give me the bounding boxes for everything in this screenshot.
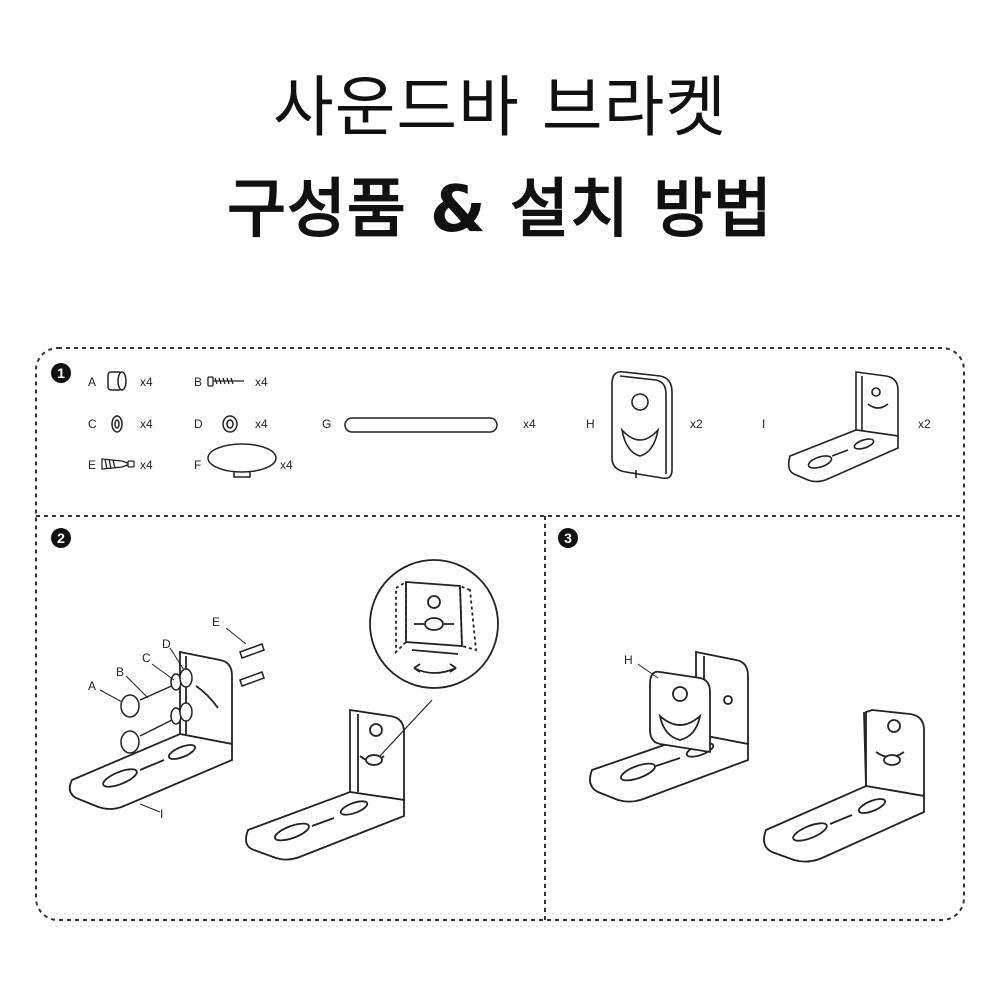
callout-h-leader (637, 663, 659, 679)
part-h-adapter-plate (611, 370, 673, 480)
step-badge-2: 2 (51, 528, 71, 548)
part-d-ring (222, 415, 238, 433)
step-number-2: 2 (57, 530, 65, 546)
zoom-leader-line (379, 699, 433, 757)
part-b-screw (207, 376, 244, 387)
part-a-letter: A (88, 375, 96, 389)
part-e-qty: x4 (140, 458, 153, 472)
callout-a: A (88, 679, 96, 693)
part-c-washer (111, 415, 123, 433)
part-i-l-bracket (787, 371, 899, 483)
part-a-qty: x4 (140, 375, 153, 389)
step-number-1: 1 (57, 365, 65, 381)
callout-h: H (624, 653, 633, 667)
part-b-letter: B (194, 375, 202, 389)
zoom-detail-circle (369, 559, 499, 689)
step-badge-3: 3 (558, 528, 578, 548)
part-g-qty: x4 (523, 417, 536, 431)
part-a-cap (107, 371, 127, 391)
step2-exploded-hardware (120, 643, 265, 754)
part-d-qty: x4 (255, 417, 268, 431)
step3-mounted-bracket (763, 709, 925, 863)
part-g-long-rod (344, 417, 498, 433)
step-badge-1: 1 (51, 363, 71, 383)
part-e-anchor (101, 458, 135, 470)
callout-e: E (212, 615, 220, 629)
part-f-suction-pad (207, 443, 277, 478)
step-number-3: 3 (564, 530, 572, 546)
outer-dashed-frame (35, 347, 965, 921)
step2-callouts (99, 627, 247, 813)
title-line-1: 사운드바 브라켓 (272, 69, 728, 146)
part-i-letter: I (762, 417, 765, 431)
part-e-letter: E (88, 458, 96, 472)
part-h-letter: H (586, 417, 595, 431)
step2-assembled-bracket (245, 708, 405, 861)
part-h-qty: x2 (690, 417, 703, 431)
callout-b: B (116, 665, 124, 679)
part-c-letter: C (88, 417, 97, 431)
part-d-letter: D (194, 417, 203, 431)
callout-d: D (162, 637, 171, 651)
callout-i: I (160, 807, 163, 821)
step3-bracket-with-plate (589, 650, 749, 803)
step2-left-bracket (68, 650, 233, 810)
part-f-letter: F (194, 458, 201, 472)
title-line-2: 구성품 & 설치 방법 (227, 173, 773, 247)
part-b-qty: x4 (255, 375, 268, 389)
part-i-qty: x2 (918, 417, 931, 431)
part-f-qty: x4 (280, 458, 293, 472)
callout-c: C (142, 651, 151, 665)
part-g-letter: G (322, 417, 331, 431)
part-c-qty: x4 (140, 417, 153, 431)
